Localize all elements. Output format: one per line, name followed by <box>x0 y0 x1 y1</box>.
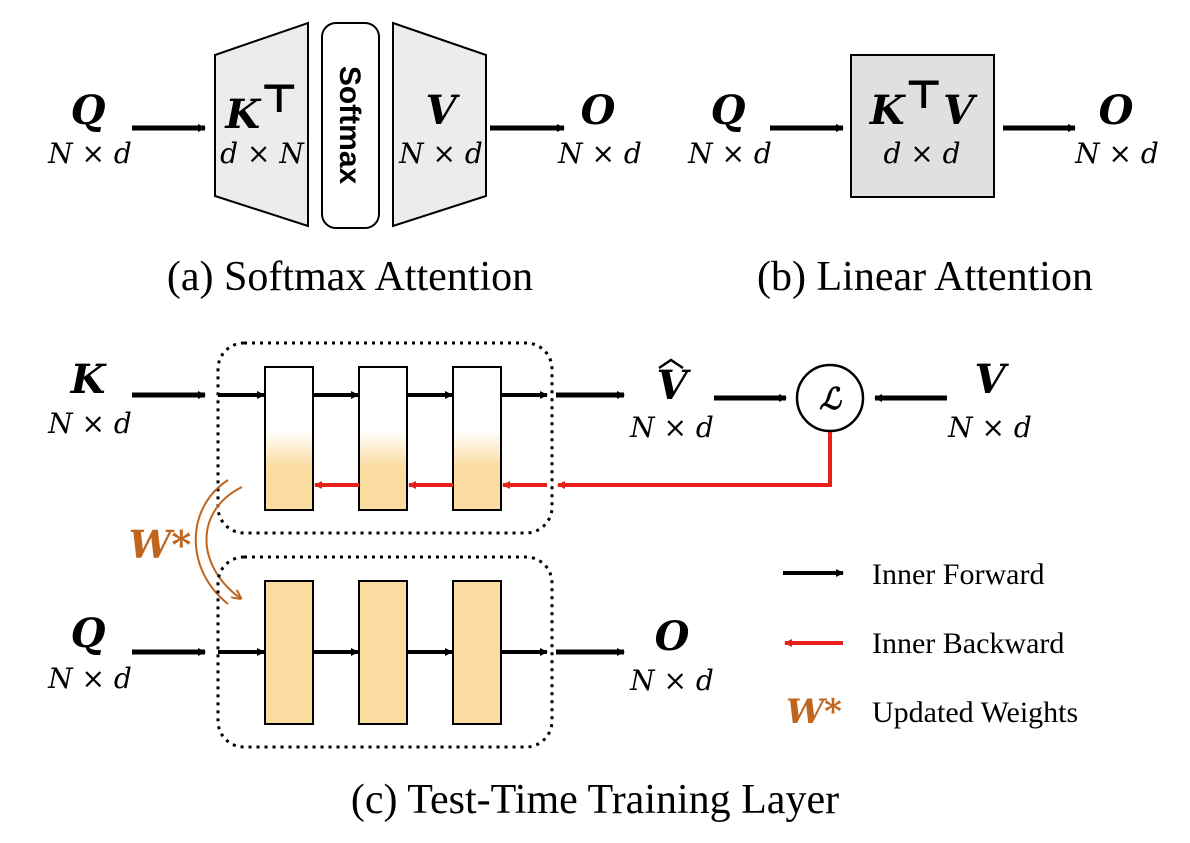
b-output-label: O <box>1099 87 1134 134</box>
c-vhat-label: V <box>656 362 691 409</box>
c-value-label: V <box>974 356 1009 403</box>
c-top-layer-1 <box>264 366 314 511</box>
c-query-dim: N × d <box>47 662 132 695</box>
c-infer-network-box <box>216 555 554 749</box>
b-output-dim: N × d <box>1074 137 1159 170</box>
legend-wstar: W* <box>786 692 842 732</box>
a-output-dim: N × d <box>557 137 642 170</box>
a-output-label: O <box>581 87 616 134</box>
c-key-dim: N × d <box>47 407 132 440</box>
c-vhat-hat <box>658 358 684 370</box>
c-output-label: O <box>655 613 690 660</box>
a-key-trapezoid <box>214 21 309 228</box>
a-key-dim: d × N <box>220 137 305 170</box>
a-caption: (a) Softmax Attention <box>167 254 533 300</box>
legend: Inner Forward Inner Backward W* Updated … <box>783 558 1078 732</box>
legend-forward-label: Inner Forward <box>872 558 1044 591</box>
c-bot-layer-3 <box>452 580 502 725</box>
a-value-dim: N × d <box>398 137 483 170</box>
a-q-label: Q <box>71 87 106 134</box>
c-back-arrow-from-loss <box>557 432 832 489</box>
a-key-label: K⊤ <box>224 75 298 138</box>
c-value-dim: N × d <box>947 411 1032 444</box>
c-top-layer-3 <box>452 366 502 511</box>
c-weight-transfer-arrow-outline <box>194 479 229 605</box>
c-top-layer-2 <box>358 366 408 511</box>
c-output-dim: N × d <box>629 664 714 697</box>
c-weight-transfer-arrow <box>205 486 242 598</box>
a-softmax-label: Softmax <box>333 66 366 185</box>
b-q-dim: N × d <box>687 137 772 170</box>
b-caption: (b) Linear Attention <box>757 254 1093 300</box>
c-loss-node <box>795 363 865 433</box>
panel-c: K N × d V N × d ℒ V N × d W* <box>47 341 1078 823</box>
c-query-label: Q <box>71 610 106 657</box>
legend-backward-label: Inner Backward <box>872 627 1064 660</box>
b-q-label: Q <box>711 87 746 134</box>
c-bot-layer-2 <box>358 580 408 725</box>
b-kv-label: K⊤V <box>869 71 978 134</box>
c-vhat-dim: N × d <box>629 411 714 444</box>
c-wstar-label: W* <box>129 522 192 567</box>
a-q-dim: N × d <box>47 137 132 170</box>
panel-a: Q N × d K⊤ d × N Softmax V N × d O N × d… <box>47 21 642 300</box>
c-loss-label: ℒ <box>819 382 842 417</box>
legend-updated-label: Updated Weights <box>872 696 1078 729</box>
b-kv-box <box>850 54 995 198</box>
c-bot-layer-1 <box>264 580 314 725</box>
b-kv-dim: d × d <box>883 137 960 170</box>
a-softmax-box <box>321 22 380 229</box>
a-value-label: V <box>425 87 460 134</box>
c-key-label: K <box>70 356 108 403</box>
c-caption: (c) Test-Time Training Layer <box>351 777 839 823</box>
panel-b: Q N × d K⊤V d × d O N × d (b) Linear Att… <box>687 54 1159 300</box>
a-value-trapezoid <box>392 21 487 228</box>
c-train-network-box <box>216 341 554 535</box>
